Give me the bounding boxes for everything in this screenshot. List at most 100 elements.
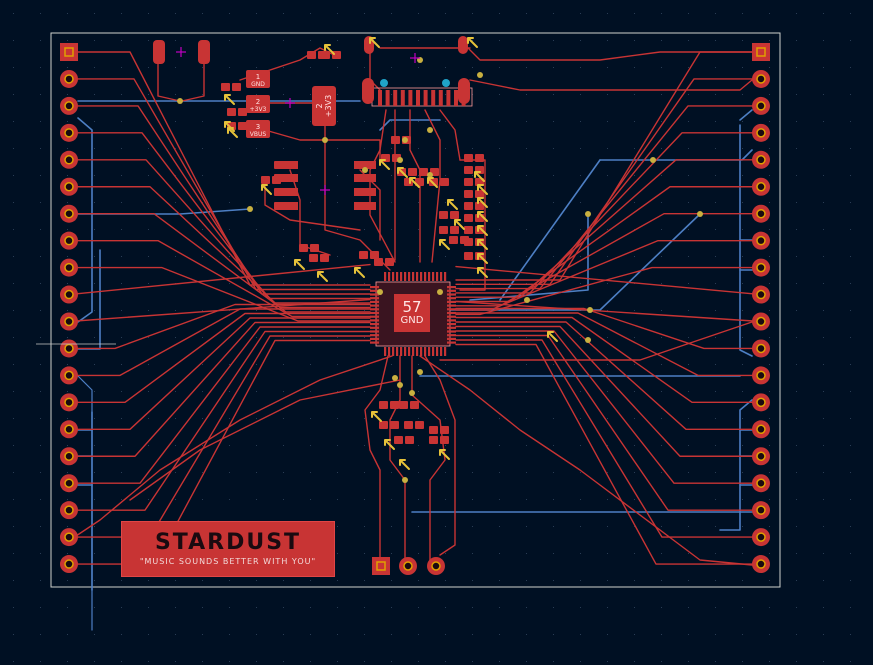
regulator-pad[interactable] — [246, 95, 270, 113]
regulator-pad[interactable] — [246, 120, 270, 138]
mcu-pin-left[interactable] — [370, 319, 379, 322]
usb-shield-pad[interactable] — [458, 36, 468, 54]
mcu-pin-top[interactable] — [440, 272, 443, 281]
mcu-pin-bottom[interactable] — [384, 347, 387, 356]
smd-pad[interactable] — [475, 154, 484, 162]
smd-pad[interactable] — [450, 226, 459, 234]
mcu-pin-left[interactable] — [370, 293, 379, 296]
usb-pin[interactable] — [431, 90, 436, 106]
smd-pad[interactable] — [307, 51, 316, 59]
mcu-pin-top[interactable] — [412, 272, 415, 281]
mcu-pin-top[interactable] — [436, 272, 439, 281]
resistor-pad[interactable] — [354, 174, 376, 182]
mcu-pin-top[interactable] — [404, 272, 407, 281]
smd-pad[interactable] — [405, 436, 414, 444]
mcu-pin-bottom[interactable] — [400, 347, 403, 356]
mcu-pin-right[interactable] — [447, 337, 456, 340]
mcu-pin-top[interactable] — [388, 272, 391, 281]
smd-pad[interactable] — [359, 251, 368, 259]
smd-pad[interactable] — [238, 108, 247, 116]
mcu-pin-right[interactable] — [447, 297, 456, 300]
mcu-pin-right[interactable] — [447, 300, 456, 303]
mcu-pin-top[interactable] — [408, 272, 411, 281]
smd-pad[interactable] — [464, 166, 473, 174]
mcu-pin-right[interactable] — [447, 334, 456, 337]
usb-pin[interactable] — [378, 90, 382, 106]
mcu-pin-top[interactable] — [384, 272, 387, 281]
smd-pad[interactable] — [464, 202, 473, 210]
mcu-pin-top[interactable] — [432, 272, 435, 281]
mcu-exposed-pad[interactable] — [394, 294, 430, 332]
smd-pad[interactable] — [404, 421, 413, 429]
mcu-pin-bottom[interactable] — [420, 347, 423, 356]
mcu-pin-left[interactable] — [370, 315, 379, 318]
smd-pad[interactable] — [394, 436, 403, 444]
mcu-pin-bottom[interactable] — [408, 347, 411, 356]
smd-pad[interactable] — [379, 401, 388, 409]
diode-pad[interactable] — [153, 40, 165, 64]
smd-pad[interactable] — [309, 254, 318, 262]
mcu-pin-right[interactable] — [447, 341, 456, 344]
mcu-pin-left[interactable] — [370, 311, 379, 315]
resistor-pad[interactable] — [354, 188, 376, 196]
resistor-pad[interactable] — [276, 161, 298, 169]
mcu-pin-left[interactable] — [370, 286, 379, 289]
usb-pin[interactable] — [446, 90, 451, 106]
smd-pad[interactable] — [464, 154, 473, 162]
mcu-pin-right[interactable] — [447, 304, 456, 307]
smd-pad[interactable] — [320, 254, 329, 262]
smd-pad[interactable] — [439, 211, 448, 219]
header-pad-square[interactable] — [372, 557, 390, 575]
mcu-pin-bottom[interactable] — [444, 347, 447, 356]
smd-pad[interactable] — [415, 421, 424, 429]
mcu-pin-top[interactable] — [420, 272, 423, 281]
usb-pin[interactable] — [393, 90, 398, 106]
mcu-pin-bottom[interactable] — [424, 347, 427, 356]
mcu-pin-left[interactable] — [370, 323, 379, 326]
smd-pad[interactable] — [464, 190, 473, 198]
smd-pad[interactable] — [374, 258, 383, 266]
stardust-logo-silkscreen[interactable]: STARDUST "MUSIC SOUNDS BETTER WITH YOU" — [121, 521, 335, 577]
usb-pin[interactable] — [416, 90, 420, 106]
smd-pad[interactable] — [464, 214, 473, 222]
mcu-pin-top[interactable] — [428, 272, 431, 281]
smd-pad[interactable] — [299, 244, 308, 252]
usb-shield-pad[interactable] — [362, 78, 374, 104]
smd-pad[interactable] — [464, 252, 473, 260]
header-pad-square[interactable] — [60, 43, 78, 61]
bulk-capacitor[interactable] — [312, 86, 336, 126]
smd-pad[interactable] — [419, 168, 428, 176]
mcu-pin-left[interactable] — [370, 304, 379, 307]
smd-pad[interactable] — [310, 244, 319, 252]
mcu-pin-left[interactable] — [370, 300, 379, 303]
mcu-pin-left[interactable] — [370, 330, 379, 333]
smd-pad[interactable] — [429, 426, 438, 434]
smd-pad[interactable] — [232, 83, 241, 91]
mcu-pin-top[interactable] — [396, 272, 399, 281]
mcu-pin-right[interactable] — [447, 286, 456, 289]
smd-pad[interactable] — [379, 421, 388, 429]
smd-pad[interactable] — [390, 401, 399, 409]
smd-pad[interactable] — [464, 178, 473, 186]
smd-pad[interactable] — [464, 226, 473, 234]
mcu-pin-bottom[interactable] — [440, 347, 443, 356]
mcu-pin-top[interactable] — [416, 272, 419, 281]
mcu-pin-bottom[interactable] — [428, 347, 431, 356]
smd-pad[interactable] — [475, 202, 484, 210]
usb-pin[interactable] — [385, 90, 390, 106]
usb-shield-pad[interactable] — [458, 78, 470, 104]
mcu-pin-left[interactable] — [370, 297, 379, 300]
smd-pad[interactable] — [450, 211, 459, 219]
smd-pad[interactable] — [439, 226, 448, 234]
mcu-pin-right[interactable] — [447, 293, 456, 296]
mcu-pin-right[interactable] — [447, 289, 456, 292]
usb-pin[interactable] — [438, 90, 443, 106]
mcu-pin-left[interactable] — [370, 334, 379, 337]
smd-pad[interactable] — [460, 236, 469, 244]
mcu-pin-top[interactable] — [400, 272, 403, 281]
usb-pin[interactable] — [423, 90, 428, 106]
mcu-pin-left[interactable] — [370, 326, 379, 329]
usb-pin[interactable] — [400, 90, 405, 106]
mcu-pin-bottom[interactable] — [404, 347, 407, 356]
resistor-pad[interactable] — [276, 188, 298, 196]
